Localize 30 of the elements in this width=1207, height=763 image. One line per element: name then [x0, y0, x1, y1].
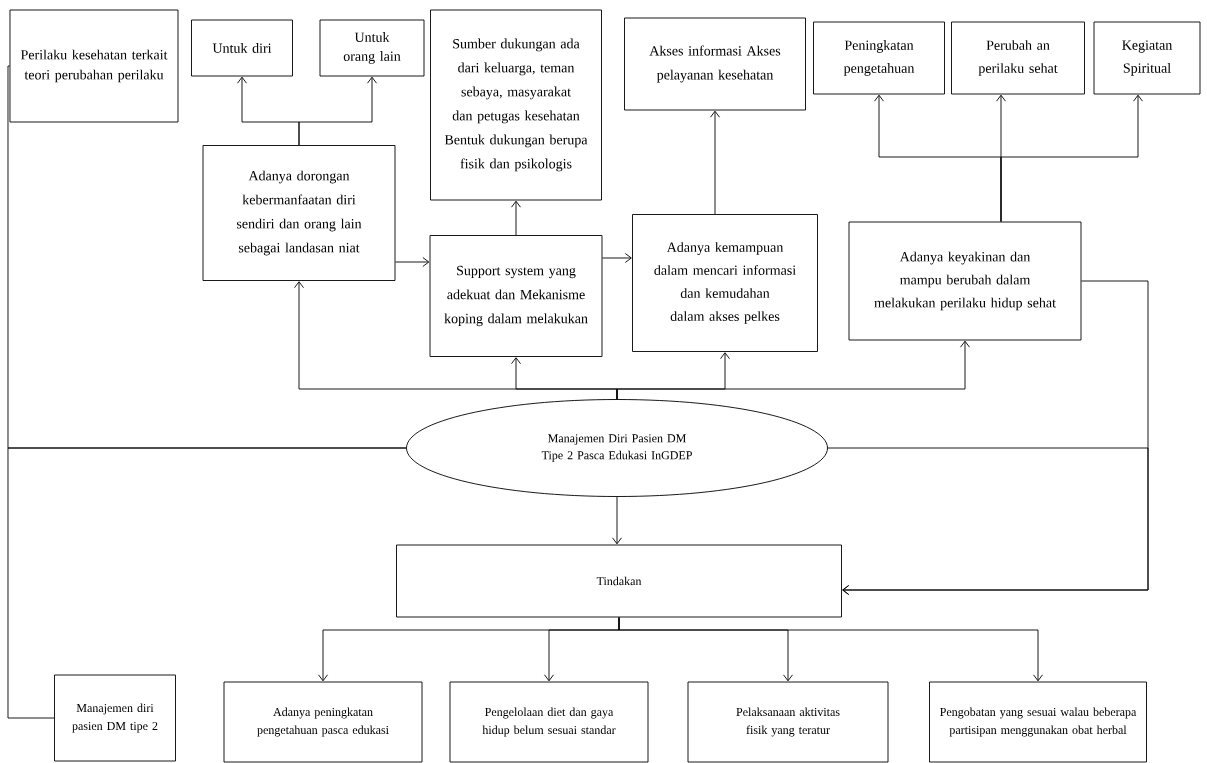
arrow [602, 253, 632, 263]
arrow [395, 257, 430, 267]
process-box: Peningkatan pengetahuan [813, 21, 945, 95]
process-box: Pengobatan yang sesuai walau beberapa partisipan menggunakan obat herbal [929, 681, 1147, 763]
arrow [710, 110, 720, 215]
process-box: Kegiatan Spiritual [1093, 21, 1201, 95]
arrow [511, 200, 521, 236]
process-box: Sumber dukungan ada dari keluarga, teman sebaya, masyarakat dan petugas kesehatan Bentuk dukungan berupa fisik dan psikologis [430, 9, 602, 201]
process-box: Perilaku kesehatan terkait teori perubahan perilaku [9, 9, 179, 123]
arrow [618, 617, 1043, 682]
arrow [1000, 94, 1143, 222]
process-box: Adanya peningkatan pengetahuan pasca edukasi [223, 681, 423, 763]
process-box: Adanya dorongan kebermanfaatan diri sendiri dan orang lain sebagai landasan niat [202, 145, 396, 281]
process-box: Manajemen diri pasien DM tipe 2 [54, 674, 176, 762]
process-box: Pelaksanaan aktivitas fisik yang teratur [687, 681, 889, 763]
arrow [827, 447, 1149, 595]
process-box: Tindakan [396, 544, 842, 618]
arrow [616, 340, 970, 400]
process-box: Pengelolaan diet dan gaya hidup belum sesuai standar [449, 681, 649, 763]
ellipse-node: Manajemen Diri Pasien DM Tipe 2 Pasca Edukasi InGDEP [406, 399, 828, 497]
process-box: Akses informasi Akses pelayanan kesehatan [624, 17, 806, 111]
process-box: Untuk orang lain [319, 19, 425, 77]
process-box: Perubah an perilaku sehat [951, 21, 1085, 95]
process-box: Support system yang adekuat dan Mekanisme koping dalam melakukan [429, 235, 603, 357]
arrow [612, 496, 622, 545]
arrow [298, 76, 377, 146]
connector-line [7, 447, 407, 719]
process-box: Adanya kemampuan dalam mencari informasi dan kemudahan dalam akses pelkes [632, 214, 818, 352]
process-box: Untuk diri [191, 19, 293, 77]
process-box: Adanya keyakinan dan mampu berubah dalam melakukan perilaku hidup sehat [848, 221, 1082, 341]
